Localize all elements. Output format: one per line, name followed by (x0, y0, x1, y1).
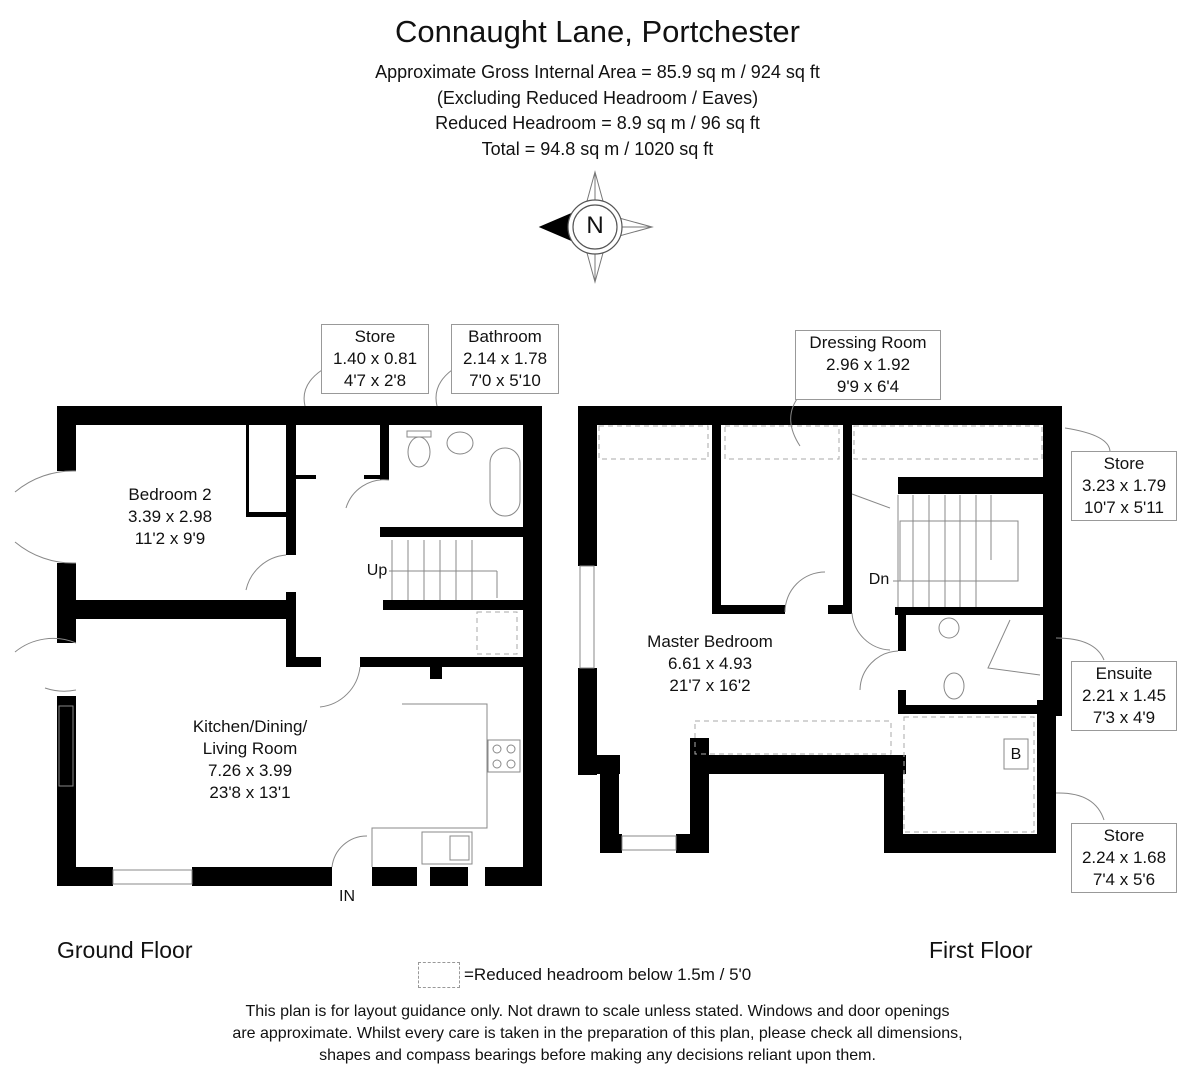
store-upper-name: Store (1103, 454, 1145, 473)
stairs-up (389, 540, 498, 600)
store-metric: 1.40 x 0.81 (332, 349, 418, 368)
master-imperial: 21'7 x 16'2 (669, 676, 751, 695)
plan-title: Connaught Lane, Portchester (395, 14, 800, 49)
store-lower-imperial: 7'4 x 5'6 (1092, 870, 1156, 889)
dressing-room-label-box: Dressing Room 2.96 x 1.92 9'9 x 6'4 (795, 330, 941, 400)
bathroom-label-box: Bathroom 2.14 x 1.78 7'0 x 5'10 (451, 324, 559, 394)
dressing-name: Dressing Room (809, 333, 927, 352)
disclaimer-line-1: This plan is for layout guidance only. N… (245, 1003, 950, 1020)
dressing-metric: 2.96 x 1.92 (825, 355, 911, 374)
bedroom2-metric: 3.39 x 2.98 (127, 507, 213, 526)
master-metric: 6.61 x 4.93 (667, 654, 753, 673)
store-name: Store (354, 327, 396, 346)
boiler-label: B (1010, 746, 1022, 763)
legend-text: =Reduced headroom below 1.5m / 5'0 (464, 965, 752, 984)
store-lower-label-box: Store 2.24 x 1.68 7'4 x 5'6 (1071, 823, 1177, 893)
reduced-headroom-text: Reduced Headroom = 8.9 sq m / 96 sq ft (435, 113, 760, 133)
first-floor-fixtures (579, 398, 1111, 851)
disclaimer: This plan is for layout guidance only. N… (0, 1001, 1195, 1067)
store-lower-metric: 2.24 x 1.68 (1081, 848, 1167, 867)
kitchen-imperial: 23'8 x 13'1 (209, 783, 291, 802)
bedroom2-name: Bedroom 2 (128, 485, 212, 504)
kitchen-label: Kitchen/Dining/ Living Room 7.26 x 3.99 … (170, 716, 330, 804)
dressing-imperial: 9'9 x 6'4 (836, 377, 900, 396)
kitchen-metric: 7.26 x 3.99 (207, 761, 293, 780)
ground-floor-label: Ground Floor (57, 937, 193, 963)
first-floor-label: First Floor (929, 937, 1033, 963)
bathroom-name: Bathroom (468, 327, 542, 346)
entrance-label: IN (339, 888, 355, 905)
ground-floor-fixtures (14, 369, 521, 885)
store-lower-name: Store (1103, 826, 1145, 845)
master-name: Master Bedroom (647, 632, 773, 651)
stairs-up-label: Up (366, 562, 388, 579)
compass-icon (538, 170, 654, 284)
dashed-box-icon (418, 962, 460, 988)
ground-floor-walls (57, 406, 542, 886)
bathroom-imperial: 7'0 x 5'10 (469, 371, 541, 390)
store-upper-metric: 3.23 x 1.79 (1081, 476, 1167, 495)
master-bedroom-label: Master Bedroom 6.61 x 4.93 21'7 x 16'2 (635, 631, 785, 697)
ensuite-name: Ensuite (1095, 664, 1153, 683)
store-upper-imperial: 10'7 x 5'11 (1084, 498, 1164, 517)
legend: =Reduced headroom below 1.5m / 5'0 (418, 962, 751, 988)
bedroom2-label: Bedroom 2 3.39 x 2.98 11'2 x 9'9 (100, 484, 240, 550)
store-upper-label-box: Store 3.23 x 1.79 10'7 x 5'11 (1071, 451, 1177, 521)
kitchen-name-1: Kitchen/Dining/ (192, 717, 308, 736)
stairs-down-label: Dn (868, 571, 890, 588)
total-area-text: Total = 94.8 sq m / 1020 sq ft (481, 139, 714, 159)
ensuite-imperial: 7'3 x 4'9 (1092, 708, 1156, 727)
store-imperial: 4'7 x 2'8 (343, 371, 407, 390)
excluding-text: (Excluding Reduced Headroom / Eaves) (436, 88, 759, 108)
first-floor-walls (578, 406, 1062, 853)
bathroom-metric: 2.14 x 1.78 (462, 349, 548, 368)
disclaimer-line-2: are approximate. Whilst every care is ta… (232, 1025, 963, 1042)
bedroom2-imperial: 11'2 x 9'9 (134, 529, 206, 548)
gross-area-text: Approximate Gross Internal Area = 85.9 s… (375, 62, 820, 82)
ensuite-label-box: Ensuite 2.21 x 1.45 7'3 x 4'9 (1071, 661, 1177, 731)
store-label-box: Store 1.40 x 0.81 4'7 x 2'8 (321, 324, 429, 394)
kitchen-name-2: Living Room (202, 739, 298, 758)
compass-north-label: N (586, 212, 604, 239)
ensuite-metric: 2.21 x 1.45 (1081, 686, 1167, 705)
disclaimer-line-3: shapes and compass bearings before makin… (319, 1047, 876, 1064)
